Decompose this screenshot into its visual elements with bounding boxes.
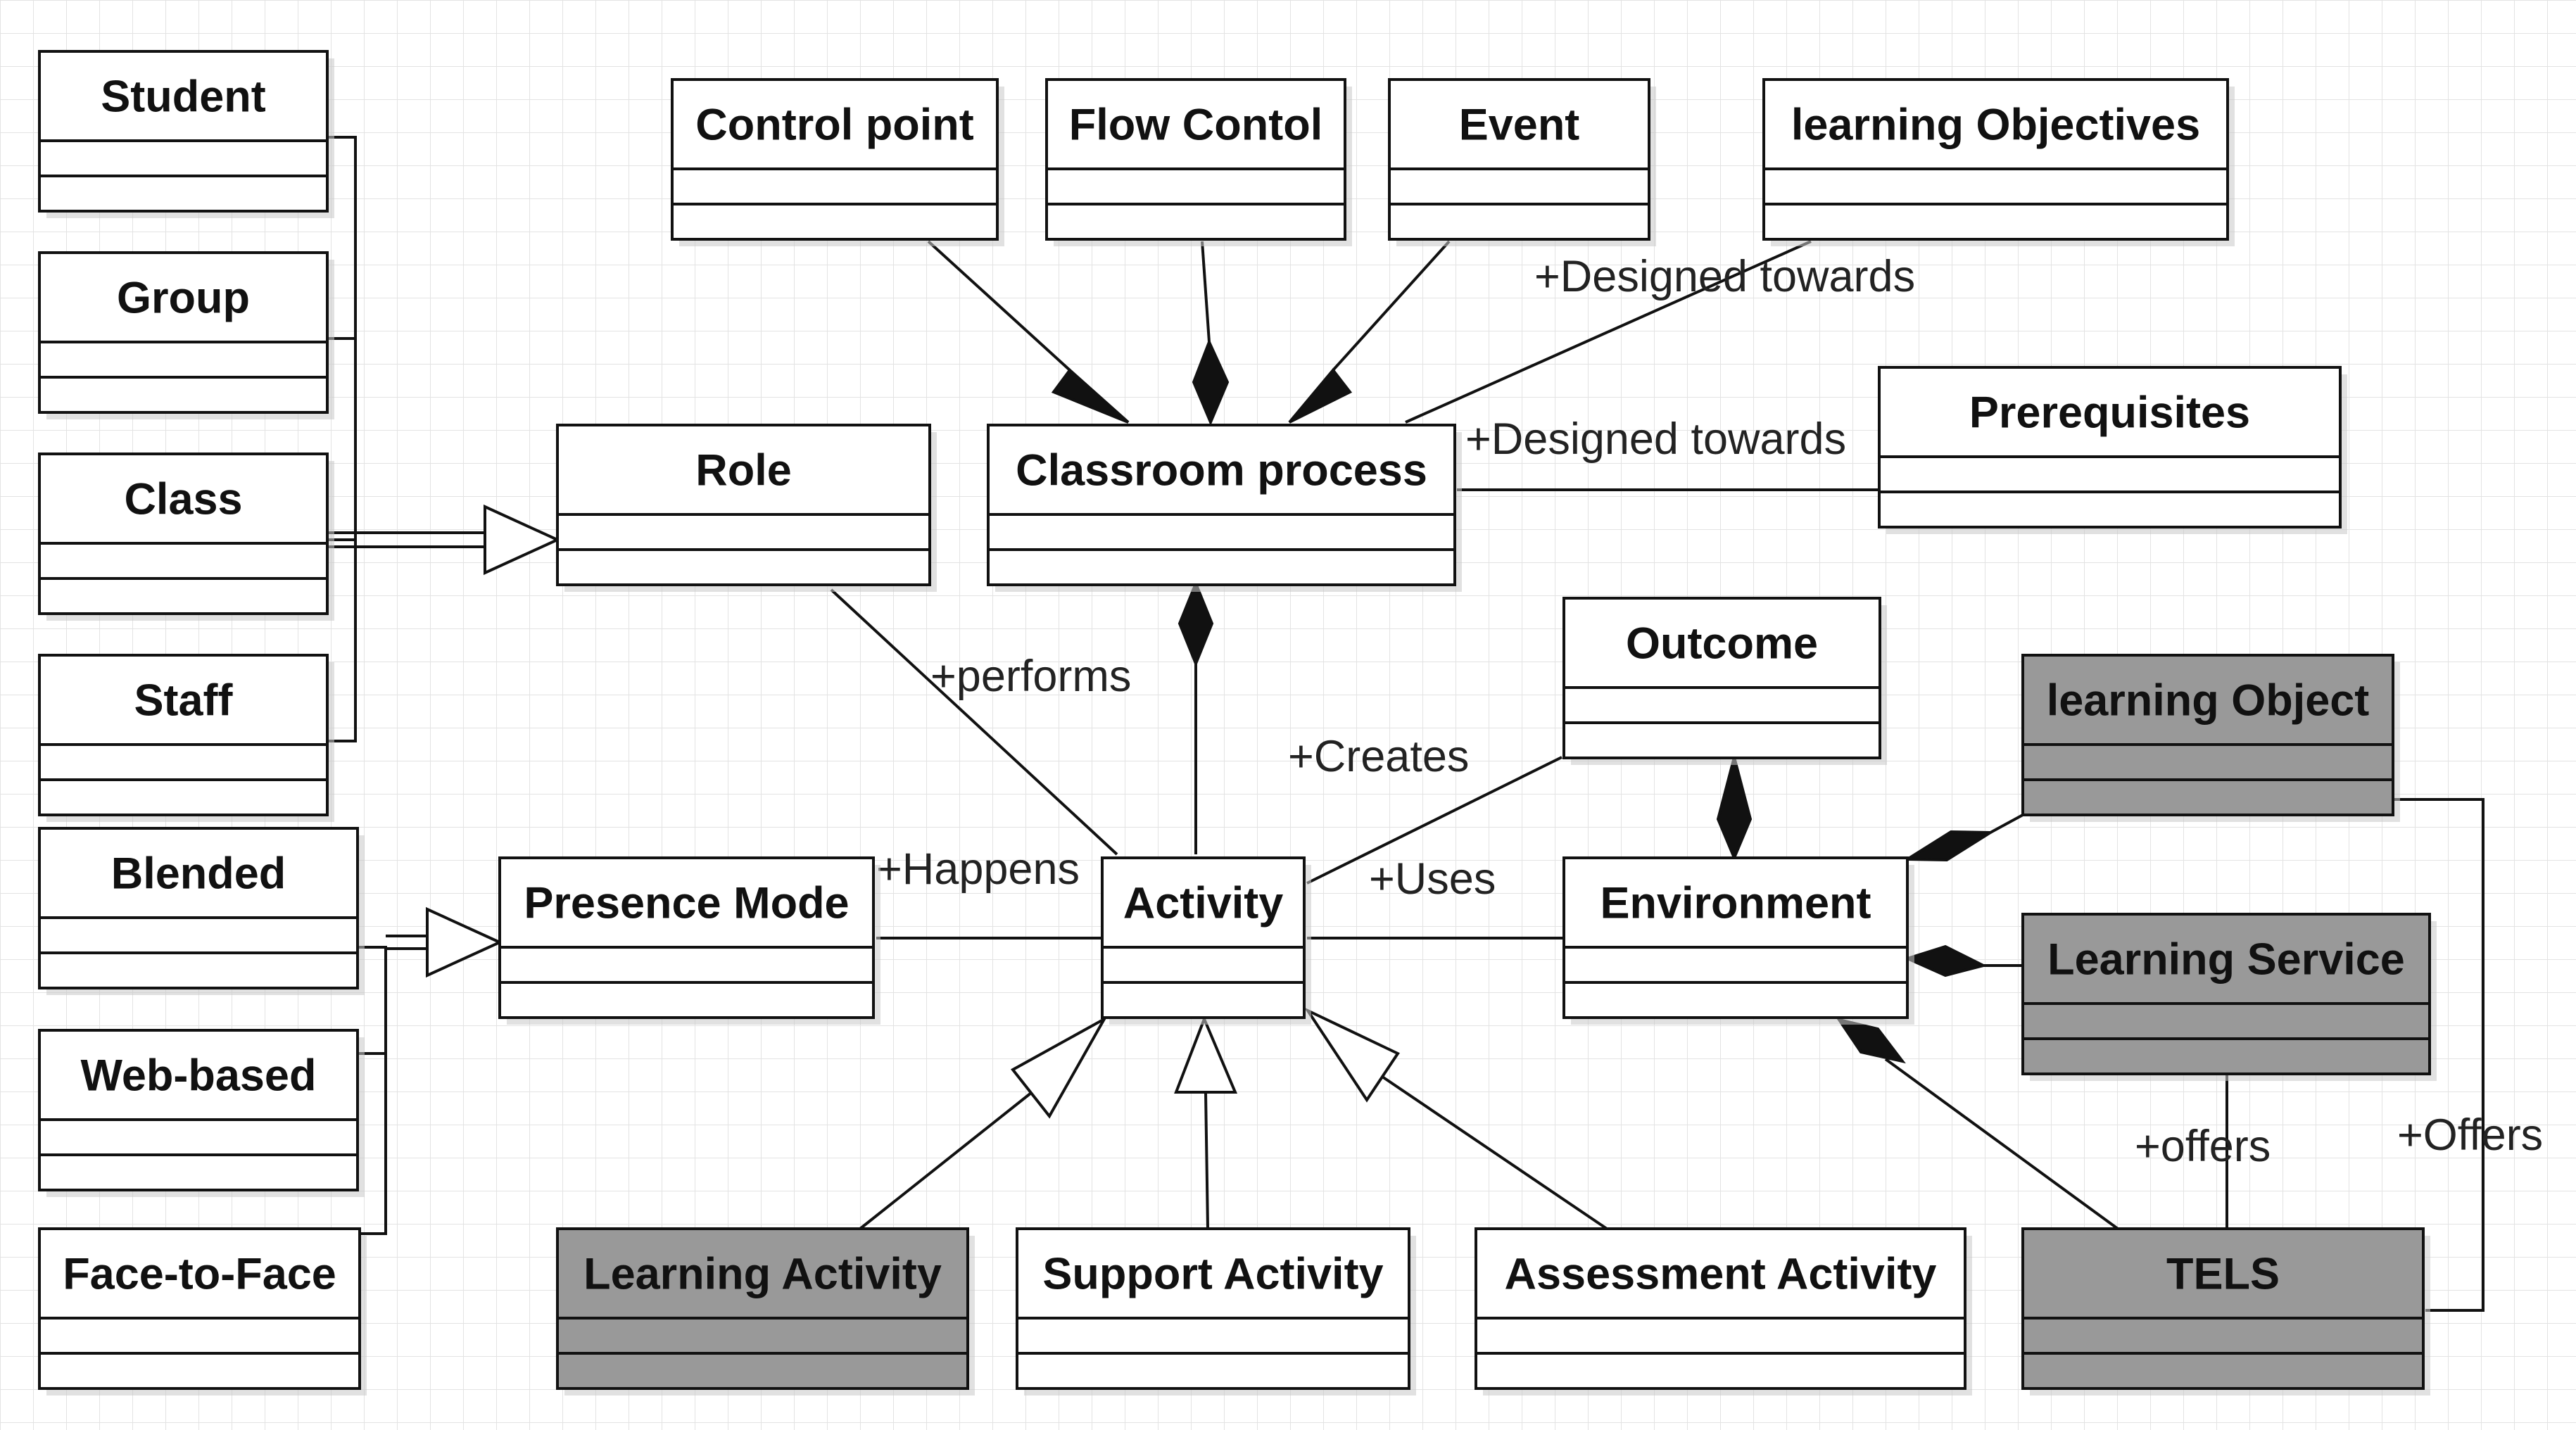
support-activity-arrowhead: [1174, 1015, 1238, 1094]
class-box: [38, 453, 329, 615]
creates-label: +Creates: [1288, 732, 1469, 781]
outcome-class-name: Outcome: [1626, 619, 1818, 669]
tels-box: [2021, 1227, 2425, 1390]
tels-class-name: TELS: [2166, 1250, 2280, 1299]
control-point-diamond: [1051, 368, 1130, 424]
learning-service-class-name: Learning Service: [2047, 935, 2405, 985]
blended-class-box: Blended: [38, 827, 365, 995]
group-box: [38, 251, 329, 414]
learning-activity-arrowhead: [1010, 1015, 1109, 1119]
activity-class-box: Activity: [1101, 856, 1311, 1025]
blended-box: [38, 827, 359, 989]
role-box: [556, 424, 931, 586]
learning-objectives-class-name: learning Objectives: [1791, 101, 2200, 150]
web-based-class-name: Web-based: [81, 1051, 317, 1101]
class-class-name: Class: [124, 475, 242, 524]
student-class-name: Student: [101, 72, 265, 122]
offers-upper-label: +Offers: [2397, 1111, 2543, 1160]
event-class-box: Event: [1388, 78, 1656, 246]
web-based-box: [38, 1029, 359, 1191]
environment-box: [1562, 856, 1909, 1019]
connectors: [327, 136, 2485, 1312]
assessment-activity-arrowhead: [1303, 1007, 1400, 1103]
flow-control-class-name: Flow Contol: [1069, 101, 1322, 150]
staff-box: [38, 654, 329, 816]
prerequisites-box: [1878, 366, 2342, 529]
learning-activity-box: [556, 1227, 969, 1390]
learning-activity-class-box: Learning Activity: [556, 1227, 975, 1396]
flow-control-diamond: [1192, 338, 1230, 426]
role-class-name: Role: [695, 446, 792, 495]
group-class-name: Group: [117, 274, 250, 323]
staff-class-box: Staff: [38, 654, 334, 822]
face-to-face-box: [38, 1227, 361, 1390]
learning-activity-class-name: Learning Activity: [583, 1250, 942, 1299]
class-class-box: Class: [38, 453, 334, 621]
prerequisites-class-name: Prerequisites: [1969, 388, 2250, 438]
offers-lower-label: +offers: [2135, 1122, 2271, 1171]
presence-generalization-arrowhead: [426, 906, 503, 978]
objectives-association: [1405, 240, 1812, 424]
learning-object-diamond: [1902, 830, 1995, 862]
activity-box: [1101, 856, 1306, 1019]
learning-service-diamond: [1903, 944, 1988, 977]
role-generalization-arrowhead: [484, 504, 561, 576]
web-based-class-box: Web-based: [38, 1029, 365, 1197]
offers-association-upper: [2393, 798, 2485, 1312]
assessment-activity-box: [1475, 1227, 1966, 1390]
performs-label: +performs: [930, 652, 1131, 701]
tels-class-box: TELS: [2021, 1227, 2430, 1396]
presence-mode-class-name: Presence Mode: [524, 879, 849, 928]
classroom-process-box: [987, 424, 1456, 586]
role-class-box: Role: [556, 424, 937, 592]
designed-towards-prerequisites-label: +Designed towards: [1465, 415, 1846, 464]
tels-environment-diamond: [1836, 1017, 1906, 1064]
flow-control-class-box: Flow Contol: [1045, 78, 1352, 246]
control-point-class-name: Control point: [695, 101, 973, 150]
performs-association: [830, 588, 1118, 856]
outcome-class-box: Outcome: [1562, 597, 1887, 765]
student-box: [38, 50, 329, 213]
learning-objectives-box: [1762, 78, 2229, 241]
learning-objectives-class-box: learning Objectives: [1762, 78, 2235, 246]
assessment-activity-class-box: Assessment Activity: [1475, 1227, 1972, 1396]
staff-class-name: Staff: [134, 676, 234, 726]
event-diamond: [1288, 367, 1353, 424]
creates-association: [1306, 756, 1562, 885]
assessment-activity-class-name: Assessment Activity: [1505, 1250, 1937, 1299]
face-to-face-class-box: Face-to-Face: [38, 1227, 367, 1396]
classroom-process-class-name: Classroom process: [1016, 446, 1427, 495]
blended-class-name: Blended: [111, 849, 286, 899]
support-activity-class-box: Support Activity: [1016, 1227, 1416, 1396]
event-box: [1388, 78, 1650, 241]
environment-class-box: Environment: [1562, 856, 1914, 1025]
outcome-box: [1562, 597, 1881, 759]
support-activity-box: [1016, 1227, 1410, 1390]
presence-mode-box: [498, 856, 875, 1019]
control-point-class-box: Control point: [671, 78, 1004, 246]
learning-object-class-name: learning Object: [2047, 676, 2370, 726]
activity-class-name: Activity: [1123, 879, 1284, 928]
learning-service-box: [2021, 913, 2431, 1075]
classroom-process-class-box: Classroom process: [987, 424, 1462, 592]
control-point-box: [671, 78, 999, 241]
learning-service-class-box: Learning Service: [2021, 913, 2437, 1081]
association-labels: +Designed towards +Designed towards +per…: [876, 252, 2543, 1171]
student-class-box: Student: [38, 50, 334, 218]
support-activity-class-name: Support Activity: [1042, 1250, 1383, 1299]
designed-towards-objectives-label: +Designed towards: [1534, 252, 1915, 301]
uses-label: +Uses: [1369, 854, 1496, 904]
prerequisites-class-box: Prerequisites: [1878, 366, 2347, 534]
group-class-box: Group: [38, 251, 334, 419]
presence-mode-class-box: Presence Mode: [498, 856, 880, 1025]
flow-control-box: [1045, 78, 1346, 241]
learning-object-box: [2021, 654, 2394, 816]
class-boxes: StudentGroupClassStaffBlendedWeb-basedFa…: [38, 50, 2437, 1396]
happens-label: +Happens: [876, 844, 1080, 894]
learning-object-class-box: learning Object: [2021, 654, 2400, 822]
face-to-face-class-name: Face-to-Face: [63, 1250, 336, 1299]
event-class-name: Event: [1459, 101, 1580, 150]
environment-class-name: Environment: [1600, 879, 1871, 928]
